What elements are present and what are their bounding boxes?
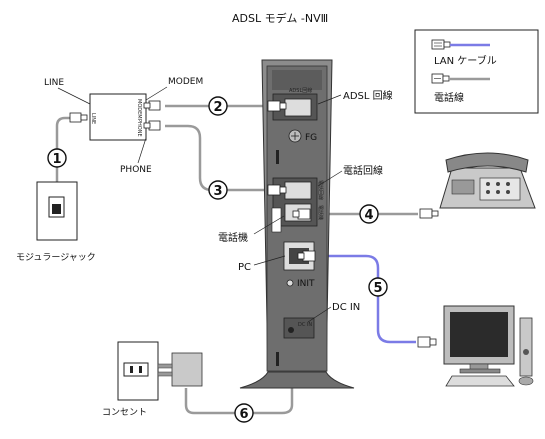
step-5: 5 <box>368 277 388 297</box>
legend-phone-label: 電話線 <box>434 91 464 104</box>
rj11-plug-icon <box>267 184 287 196</box>
step-2: 2 <box>208 96 228 116</box>
telephone-icon <box>419 152 536 219</box>
modem-fg-label: FG <box>305 133 317 143</box>
outlet-icon <box>117 341 159 401</box>
jack-label: モジュラージャック <box>16 252 96 263</box>
modem-port-phonedev-text: 電話機 <box>317 205 324 220</box>
modular-jack-icon <box>36 181 78 241</box>
adsl-line-label: ADSL 回線 <box>343 89 393 102</box>
step-6: 6 <box>234 403 254 423</box>
pc-monitor-icon <box>417 305 515 374</box>
keyboard-icon <box>445 375 515 387</box>
modem-port-adsl-text: ADSL回線 <box>289 87 312 94</box>
step-1-number: 1 <box>52 152 61 167</box>
phone-device-label: 電話機 <box>218 231 248 244</box>
rj45-plug-icon <box>297 250 316 262</box>
cable-1 <box>55 116 72 190</box>
cables <box>55 104 418 415</box>
outlet-label: コンセント <box>102 407 147 418</box>
step-5-number: 5 <box>373 281 382 296</box>
speaker-icon <box>518 317 534 386</box>
rj11-plug-icon <box>267 100 287 112</box>
rj45-plug-icon <box>417 336 437 348</box>
rj11-plug-icon <box>143 120 161 131</box>
diagram-title: ADSL モデム -NVⅢ <box>232 11 328 25</box>
cable-3 <box>165 124 272 192</box>
rj11-plug-icon <box>143 100 161 111</box>
step-6-number: 6 <box>239 407 248 422</box>
step-3: 3 <box>208 180 228 200</box>
splitter-line-label: LINE <box>44 78 64 88</box>
rj11-plug-icon <box>292 208 311 220</box>
splitter-modem-label: MODEM <box>168 77 203 87</box>
init-button <box>286 279 294 287</box>
splitter-port-modem: MODEM <box>136 99 142 119</box>
rj45-plug-icon <box>431 39 451 50</box>
step-1: 1 <box>47 148 67 168</box>
pc-label: PC <box>238 262 251 273</box>
splitter-port-line: LINE <box>90 113 96 124</box>
cable-5 <box>313 254 416 344</box>
step-2-number: 2 <box>213 100 222 115</box>
rj11-plug-icon <box>69 112 88 123</box>
step-4: 4 <box>359 204 379 224</box>
legend: LAN ケーブル 電話線 <box>414 29 539 114</box>
step-3-number: 3 <box>213 184 222 199</box>
splitter: LINE MODEM PHONE <box>89 93 147 141</box>
splitter-port-phone: PHONE <box>136 119 142 137</box>
rj11-plug-icon <box>419 208 439 219</box>
modem-port-dcin-text: DC IN <box>298 322 312 328</box>
modem-port-phoneline-text: 電話回線 <box>317 180 324 200</box>
ac-adapter-icon <box>157 352 203 387</box>
step-4-number: 4 <box>364 208 373 223</box>
dcin-label: DC IN <box>332 302 360 313</box>
splitter-phone-label: PHONE <box>120 165 152 175</box>
legend-lan-label: LAN ケーブル <box>434 54 497 67</box>
phone-line-label: 電話回線 <box>343 164 383 177</box>
modem-init-label: INIT <box>297 279 315 289</box>
adsl-modem: ADSL回線 FG 電話回線 電話機 INIT DC IN <box>239 59 355 389</box>
